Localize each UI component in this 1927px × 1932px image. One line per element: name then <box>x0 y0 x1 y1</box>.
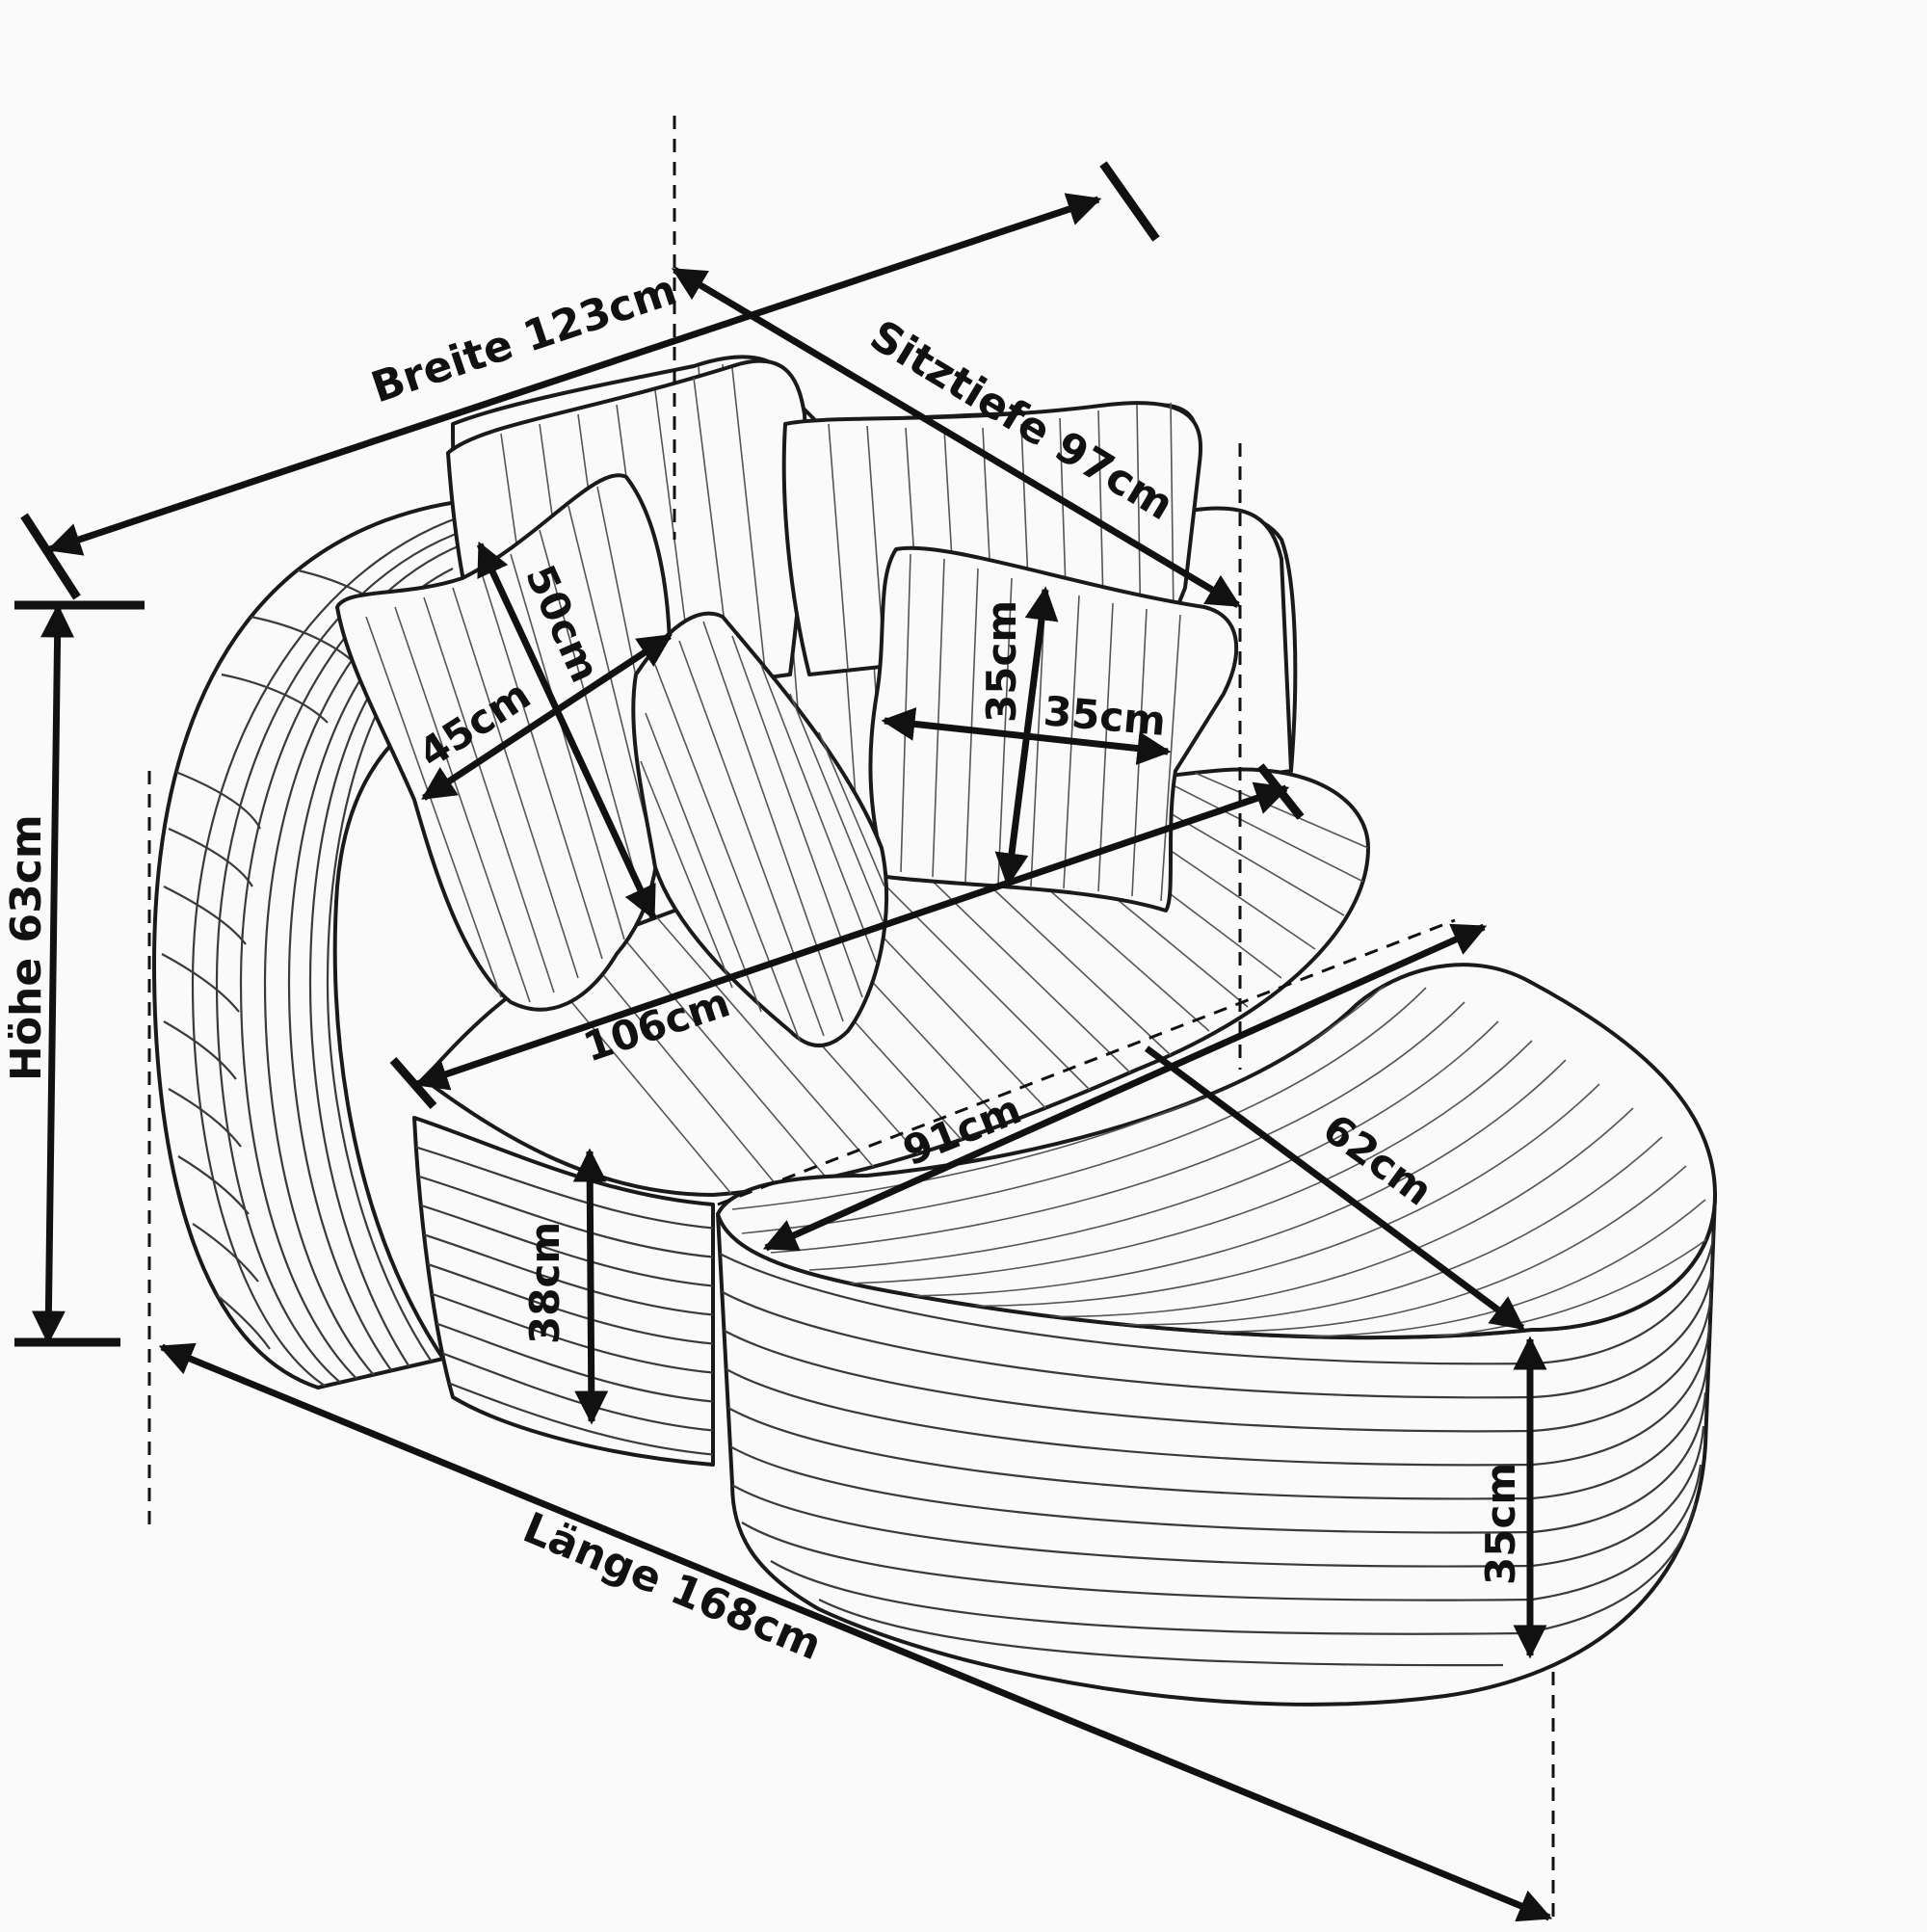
hoehe-label: Höhe 63cm <box>2 814 51 1081</box>
breite-cap-left <box>20 513 81 600</box>
sitztiefe-dimension <box>671 266 1242 609</box>
cushion-small-width <box>881 707 1172 765</box>
breite-cap-right <box>1099 161 1160 242</box>
cushion-small-height-label: 35cm <box>978 600 1025 723</box>
ottoman-height-label: 35cm <box>1477 1463 1524 1585</box>
cushion-large-width <box>421 633 673 801</box>
laenge-dimension <box>158 1342 1553 1922</box>
ottoman-depth-dimension <box>1144 1045 1525 1331</box>
seat-width-cap-right <box>1256 763 1305 820</box>
breite-dimension <box>46 193 1102 556</box>
seat-height-dimension <box>572 1148 609 1425</box>
dimension-lines <box>14 161 1553 1922</box>
seat-height-label: 38cm <box>521 1222 568 1344</box>
ottoman-width-dimension <box>762 923 1488 1252</box>
seat-width-cap-left <box>389 1057 437 1109</box>
cushion-small-width-label: 35cm <box>1042 687 1168 745</box>
hoehe-dimension <box>31 603 75 1345</box>
